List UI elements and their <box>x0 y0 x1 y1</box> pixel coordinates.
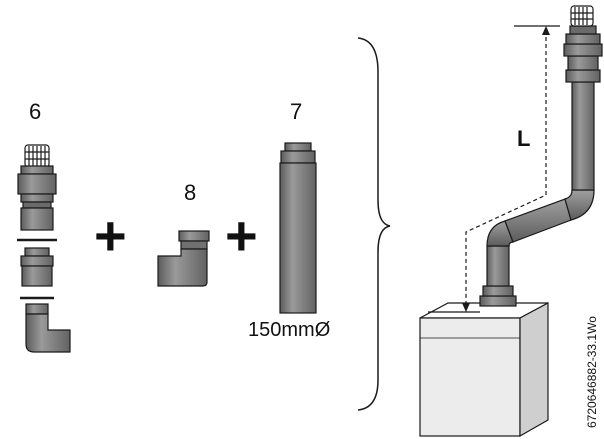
plus-sign-2: + <box>225 204 258 267</box>
plus-sign-1: + <box>94 204 127 267</box>
dimension-arrow-top <box>542 26 550 35</box>
figure-code: 6720646882-33.1Wo <box>585 316 599 428</box>
diameter-label: 150mmØ <box>248 319 331 341</box>
part-6-terminal-assembly <box>17 144 71 353</box>
part-number-7: 7 <box>290 99 303 124</box>
boiler-flue-outlet <box>479 295 517 307</box>
part-number-6: 6 <box>29 99 42 124</box>
part-8-elbow <box>157 230 210 287</box>
installed-flue-system <box>479 5 603 307</box>
terminal-elbow <box>25 303 71 353</box>
part-7-straight-pipe <box>279 142 317 314</box>
dimension-arrow-bottom <box>462 303 470 312</box>
length-label: L <box>517 126 531 151</box>
boiler-unit <box>419 301 549 438</box>
part-number-8: 8 <box>184 180 197 205</box>
installed-terminal-cap <box>570 5 594 27</box>
dimension-l <box>428 25 560 313</box>
terminal-cap <box>20 144 54 175</box>
assembly-brace <box>357 37 391 411</box>
dimension-dashed-path <box>465 30 547 306</box>
